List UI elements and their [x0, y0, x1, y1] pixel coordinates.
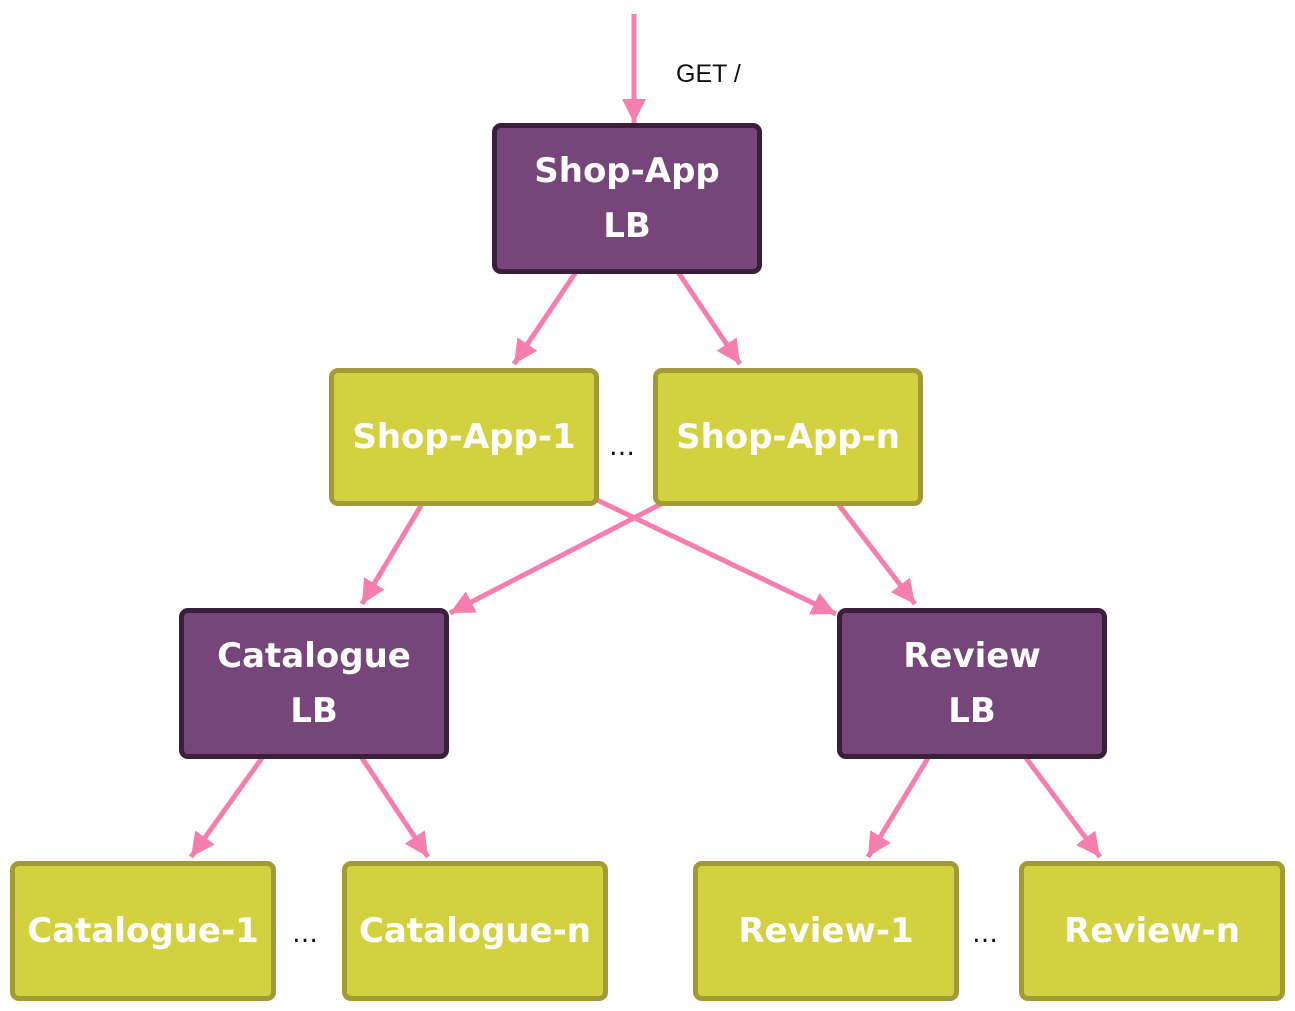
shop-app-lb-title: Shop-App	[534, 150, 720, 191]
edge-shop-n-to-review-lb	[836, 502, 917, 606]
review-lb-title: Review	[903, 635, 1041, 676]
catalogue-n-node[interactable]: Catalogue-n	[342, 861, 608, 1001]
catalogue-lb-title: Catalogue	[217, 635, 411, 676]
review-ellipsis: …	[972, 919, 998, 949]
edge-catalogue-lb-to-catalogue-1	[188, 756, 265, 859]
catalogue-1-node[interactable]: Catalogue-1	[10, 861, 276, 1001]
catalogue-n-label: Catalogue-n	[358, 910, 592, 951]
shop-app-ellipsis: …	[609, 432, 635, 462]
edge-catalogue-lb-to-catalogue-n	[359, 756, 431, 859]
review-n-label: Review-n	[1064, 910, 1240, 951]
shop-app-1-label: Shop-App-1	[352, 416, 576, 457]
shop-app-lb-node[interactable]: Shop-App LB	[492, 123, 762, 274]
shop-app-n-node[interactable]: Shop-App-n	[653, 368, 923, 506]
review-1-label: Review-1	[738, 910, 914, 951]
shop-app-lb-subtitle: LB	[603, 205, 651, 246]
request-label: GET /	[676, 60, 741, 88]
shop-app-n-label: Shop-App-n	[676, 416, 900, 457]
catalogue-ellipsis: …	[292, 919, 318, 949]
catalogue-lb-node[interactable]: Catalogue LB	[179, 608, 449, 759]
catalogue-lb-subtitle: LB	[290, 690, 338, 731]
review-lb-node[interactable]: Review LB	[837, 608, 1107, 759]
review-1-node[interactable]: Review-1	[693, 861, 959, 1001]
catalogue-1-label: Catalogue-1	[27, 910, 259, 951]
review-n-node[interactable]: Review-n	[1019, 861, 1285, 1001]
edge-shop-lb-to-shop-1	[511, 270, 579, 366]
edge-review-lb-to-review-n	[1023, 756, 1103, 859]
review-lb-subtitle: LB	[948, 690, 996, 731]
edge-shop-n-to-catalogue-lb	[448, 501, 663, 616]
edge-shop-1-to-catalogue-lb	[359, 502, 425, 606]
shop-app-1-node[interactable]: Shop-App-1	[329, 368, 599, 506]
edge-shop-lb-to-shop-n	[675, 270, 743, 366]
edge-review-lb-to-review-1	[865, 756, 931, 859]
